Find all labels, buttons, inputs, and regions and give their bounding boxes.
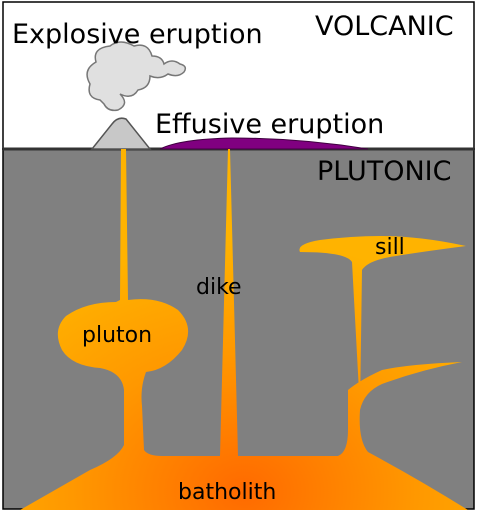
surface-area [2, 1, 475, 150]
volcanic-label: VOLCANIC [315, 11, 454, 42]
explosive-eruption-label: Explosive eruption [12, 19, 263, 50]
magma-body [20, 149, 468, 510]
dike-label: dike [196, 275, 242, 300]
effusive-eruption-label: Effusive eruption [155, 109, 384, 140]
ash-cloud [86, 41, 187, 112]
batholith-label: batholith [178, 480, 276, 505]
sill-label: sill [375, 235, 405, 260]
plutonic-label: PLUTONIC [317, 156, 452, 187]
lava-flow [159, 137, 369, 150]
pluton-label: pluton [82, 323, 152, 348]
volcano-cone [90, 117, 152, 150]
